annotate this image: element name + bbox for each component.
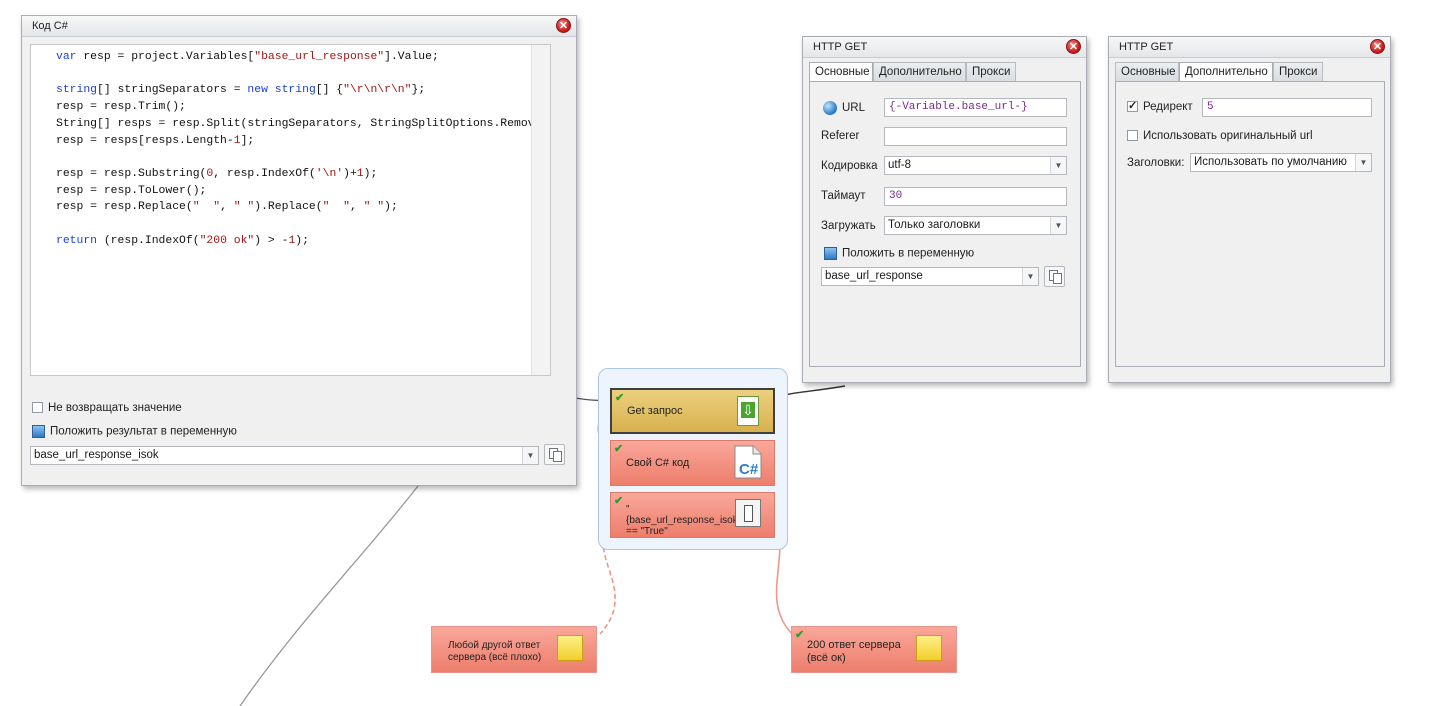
- tab-proxy[interactable]: Прокси: [1273, 62, 1323, 81]
- encoding-select[interactable]: utf-8 ▼: [884, 156, 1067, 175]
- no-return-checkbox[interactable]: [32, 402, 43, 414]
- tab-basic[interactable]: Основные: [809, 62, 873, 82]
- put-result-row: Положить результат в переменную: [32, 425, 237, 438]
- referer-label: Referer: [821, 130, 860, 142]
- svg-text:C#: C#: [739, 461, 759, 478]
- url-input[interactable]: {-Variable.base_url-}: [884, 98, 1067, 117]
- code-line: String[] resps = resp.Split(stringSepara…: [56, 117, 549, 130]
- result-variable-value: base_url_response_isok: [34, 449, 159, 461]
- csharp-code-window: Код C# ✕ var resp = project.Variables["b…: [21, 15, 577, 486]
- note-icon: [916, 635, 942, 661]
- http-get-main-title-text: HTTP GET: [813, 41, 868, 53]
- no-return-label: Не возвращать значение: [48, 402, 182, 414]
- code-line: resp = resp.Replace(" ", " ").Replace(" …: [56, 201, 398, 214]
- orig-url-label: Использовать оригинальный url: [1143, 130, 1313, 142]
- http-get-extra-title-text: HTTP GET: [1119, 41, 1174, 53]
- csharp-window-title: Код C# ✕: [22, 16, 576, 37]
- bad-response-label: Любой другой ответ сервера (всё плохо): [448, 640, 542, 663]
- tab-advanced[interactable]: Дополнительно: [873, 62, 966, 81]
- load-value: Только заголовки: [888, 219, 981, 231]
- encoding-value: utf-8: [888, 159, 912, 171]
- code-gutter: [31, 45, 49, 375]
- redirect-value: 5: [1207, 101, 1214, 113]
- csharp-file-icon: C#: [734, 445, 762, 479]
- referer-input[interactable]: [884, 127, 1067, 146]
- headers-value: Использовать по умолчанию: [1194, 156, 1347, 168]
- code-vertical-scrollbar[interactable]: [531, 45, 550, 375]
- variable-icon: [824, 247, 837, 260]
- code-line: resp = resp.ToLower();: [56, 184, 207, 197]
- close-icon[interactable]: ✕: [1066, 39, 1081, 54]
- chevron-down-icon[interactable]: ▼: [1022, 268, 1038, 285]
- headers-label: Заголовки:: [1127, 157, 1185, 169]
- copy-icon[interactable]: [1044, 266, 1065, 287]
- code-line: [56, 149, 550, 166]
- close-icon[interactable]: ✕: [556, 18, 571, 33]
- put-result-label: Положить результат в переменную: [50, 425, 237, 438]
- code-line: string[] stringSeparators = new string[]…: [56, 84, 426, 97]
- code-line: var resp = project.Variables["base_url_r…: [56, 51, 439, 63]
- load-select[interactable]: Только заголовки ▼: [884, 216, 1067, 235]
- orig-url-row[interactable]: Использовать оригинальный url: [1127, 130, 1313, 142]
- redirect-row[interactable]: Редирект: [1127, 99, 1193, 113]
- code-text[interactable]: var resp = project.Variables["base_url_r…: [56, 49, 550, 375]
- code-line: return (resp.IndexOf("200 ok") > -1);: [56, 234, 309, 247]
- bad-response-node[interactable]: Любой другой ответ сервера (всё плохо): [431, 626, 597, 673]
- put-var-select[interactable]: base_url_response ▼: [821, 267, 1039, 286]
- tab-proxy[interactable]: Прокси: [966, 62, 1016, 81]
- globe-icon: [823, 101, 837, 115]
- http-get-main-title: HTTP GET ✕: [803, 37, 1086, 58]
- tab-basic[interactable]: Основные: [1115, 62, 1179, 81]
- variable-icon: [32, 425, 45, 438]
- chevron-down-icon[interactable]: ▼: [1050, 157, 1066, 174]
- check-icon: ✔: [614, 443, 624, 455]
- timeout-label: Таймаут: [821, 190, 866, 202]
- check-icon: ✔: [615, 392, 625, 404]
- http-get-extra-title: HTTP GET ✕: [1109, 37, 1390, 58]
- chevron-down-icon[interactable]: ▼: [522, 447, 538, 464]
- http-get-main-panel: URL {-Variable.base_url-} Referer Кодиро…: [809, 81, 1081, 367]
- headers-select[interactable]: Использовать по умолчанию ▼: [1190, 153, 1372, 172]
- timeout-input[interactable]: 30: [884, 187, 1067, 206]
- put-var-value: base_url_response: [825, 270, 923, 282]
- timeout-value: 30: [889, 190, 903, 202]
- ok-response-node[interactable]: ✔ 200 ответ сервера (всё ок): [791, 626, 957, 673]
- load-label: Загружать: [821, 220, 876, 232]
- url-label: URL: [842, 102, 866, 114]
- code-line: resp = resps[resps.Length-1];: [56, 134, 255, 147]
- note-icon: [557, 635, 583, 661]
- chevron-down-icon[interactable]: ▼: [1355, 154, 1371, 171]
- code-line: resp = resp.Trim();: [56, 101, 186, 114]
- condition-label: "{base_url_response_isok}" == "True": [626, 504, 745, 537]
- put-var-label: Положить в переменную: [842, 247, 975, 260]
- download-icon: [737, 396, 759, 426]
- tab-advanced[interactable]: Дополнительно: [1179, 62, 1273, 82]
- chevron-down-icon[interactable]: ▼: [1050, 217, 1066, 234]
- http-get-extra-window: HTTP GET ✕ Основные Дополнительно Прокси…: [1108, 36, 1391, 383]
- no-return-row[interactable]: Не возвращать значение: [32, 402, 182, 414]
- ok-response-label: 200 ответ сервера (всё ок): [807, 639, 901, 664]
- close-icon[interactable]: ✕: [1370, 39, 1385, 54]
- redirect-checkbox[interactable]: [1127, 99, 1138, 113]
- http-get-extra-panel: Редирект 5 Использовать оригинальный url…: [1115, 81, 1385, 367]
- encoding-label: Кодировка: [821, 160, 878, 172]
- orig-url-checkbox[interactable]: [1127, 130, 1138, 142]
- check-icon: ✔: [795, 629, 805, 641]
- copy-icon[interactable]: [544, 444, 565, 465]
- csharp-window-title-text: Код C#: [32, 20, 68, 32]
- csharp-node-label: Свой C# код: [626, 457, 690, 469]
- code-line: [56, 66, 550, 83]
- result-variable-select[interactable]: base_url_response_isok ▼: [30, 446, 539, 465]
- code-editor[interactable]: var resp = project.Variables["base_url_r…: [30, 44, 551, 376]
- redirect-label: Редирект: [1143, 101, 1193, 113]
- url-value: {-Variable.base_url-}: [889, 101, 1028, 113]
- check-icon: ✔: [614, 495, 624, 507]
- put-var-row: Положить в переменную: [824, 247, 974, 260]
- code-line: [56, 216, 550, 233]
- http-get-main-window: HTTP GET ✕ Основные Дополнительно Прокси…: [802, 36, 1087, 383]
- switch-icon: [735, 499, 761, 527]
- redirect-input[interactable]: 5: [1202, 98, 1372, 117]
- code-line: resp = resp.Substring(0, resp.IndexOf('\…: [56, 167, 378, 180]
- get-request-label: Get запрос: [627, 405, 683, 417]
